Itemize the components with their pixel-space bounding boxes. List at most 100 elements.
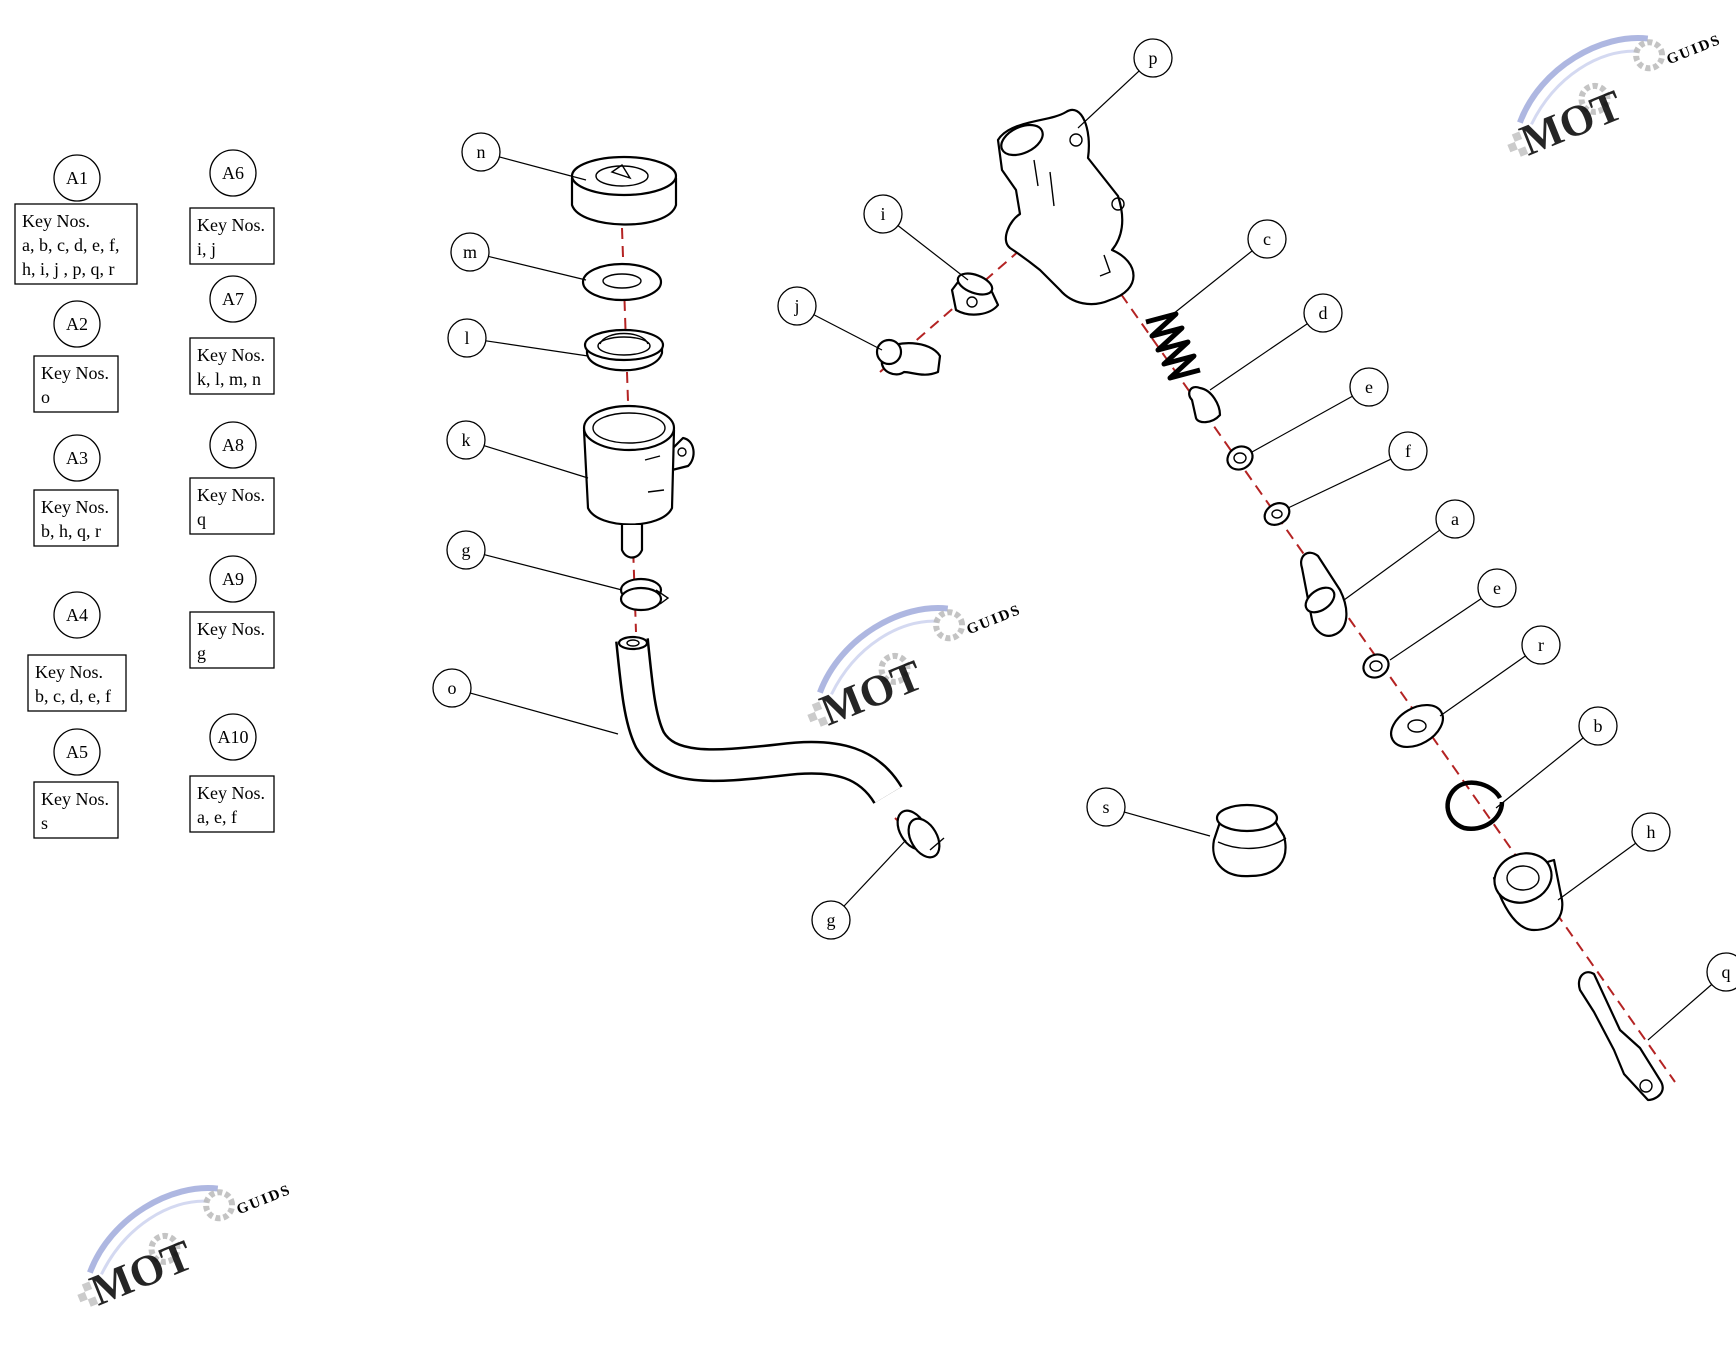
kit-id-label: A2 <box>66 314 88 334</box>
part-cylinder-body <box>996 108 1135 306</box>
leader-line <box>485 340 589 357</box>
leader-line <box>483 445 589 479</box>
callout-label: r <box>1538 635 1544 655</box>
leader-line <box>1343 529 1441 601</box>
callout-m: m <box>450 232 587 281</box>
callout-d: d <box>1209 293 1343 391</box>
watermark-center: MOT GUIDS <box>786 572 1024 735</box>
callout-f: f <box>1287 431 1428 509</box>
callout-bubble <box>447 318 487 358</box>
callout-bubble <box>1086 787 1126 827</box>
kit-id-label: A1 <box>66 168 88 188</box>
kit-id-label: A8 <box>222 435 244 455</box>
kit-key-box <box>33 489 119 547</box>
callout-bubble <box>1133 38 1173 78</box>
kit-id-label: A3 <box>66 448 88 468</box>
part-push-rod <box>1577 971 1664 1102</box>
leader-line <box>1077 70 1140 129</box>
callout-e: e <box>1251 367 1389 453</box>
callout-label: h <box>1647 822 1656 842</box>
callout-h: h <box>1557 812 1671 901</box>
leader-line <box>1209 323 1308 391</box>
leader-line <box>1167 250 1253 319</box>
watermark-letters: MOT <box>813 650 929 735</box>
callout-label: p <box>1149 48 1158 68</box>
callout-label: m <box>463 242 477 262</box>
callout-label: f <box>1405 441 1411 461</box>
callout-bubble <box>461 132 501 172</box>
kit-id-label: A5 <box>66 742 88 762</box>
callout-label: k <box>462 430 471 450</box>
kit-id-bubble <box>209 149 257 197</box>
callout-bubble <box>1521 625 1561 665</box>
callout-a: a <box>1343 499 1475 601</box>
kit-key-title: Key Nos. <box>197 619 265 639</box>
kit-id-label: A4 <box>66 605 88 625</box>
kit-key-numbers: a, e, f <box>197 807 237 827</box>
callout-label: g <box>827 910 836 930</box>
kit-id-bubble <box>53 591 101 639</box>
part-hose-clip-upper <box>619 577 670 612</box>
callout-k: k <box>446 420 589 479</box>
callout-bubble <box>1247 219 1287 259</box>
kit-key-numbers: s <box>41 813 48 833</box>
callout-bubble <box>811 900 851 940</box>
watermark-top-right: MOT GUIDS <box>1486 2 1724 165</box>
callout-label: j <box>793 296 799 316</box>
callout-s: s <box>1086 787 1211 837</box>
kit-key-box <box>33 355 119 413</box>
callout-label: l <box>464 328 469 348</box>
part-circlip <box>1445 780 1505 832</box>
part-diaphragm-plate <box>581 262 663 302</box>
kit-id-bubble <box>209 713 257 761</box>
leader-line <box>1389 598 1482 661</box>
callout-bubble <box>1706 952 1736 992</box>
kit-key-title: Key Nos. <box>197 345 265 365</box>
callout-label: e <box>1493 578 1501 598</box>
leader-line <box>813 314 883 351</box>
kit-id-label: A7 <box>222 289 244 309</box>
callout-bubble <box>1578 706 1618 746</box>
leader-line <box>499 156 587 181</box>
callout-label: c <box>1263 229 1271 249</box>
callout-label: i <box>880 204 885 224</box>
callout-bubble <box>1631 812 1671 852</box>
callout-bubble <box>1303 293 1343 333</box>
kit-id-bubble <box>53 300 101 348</box>
leader-line <box>1647 984 1713 1041</box>
leader-line <box>897 225 969 281</box>
part-hose <box>615 635 903 805</box>
kit-key-box <box>189 775 275 833</box>
kit-id-label: A10 <box>218 727 249 747</box>
callout-label: b <box>1594 716 1603 736</box>
part-seal-upper <box>1226 445 1254 471</box>
part-reservoir <box>582 404 695 559</box>
kit-key-box <box>189 611 275 669</box>
callout-bubble <box>1477 568 1517 608</box>
callout-r: r <box>1439 625 1561 717</box>
part-elbow <box>875 338 942 376</box>
callout-label: o <box>448 678 457 698</box>
callout-bubble <box>777 286 817 326</box>
part-diaphragm <box>583 328 665 372</box>
callout-q: q <box>1647 952 1736 1041</box>
callout-label: q <box>1722 962 1731 982</box>
leader-line <box>484 554 623 591</box>
callout-p: p <box>1077 38 1173 129</box>
part-spring <box>1145 311 1201 381</box>
part-seal-lower <box>1362 653 1390 679</box>
kit-key-title: Key Nos. <box>197 215 265 235</box>
callout-o: o <box>432 668 619 735</box>
kit-key-box <box>189 207 275 265</box>
leader-line <box>470 692 619 735</box>
kit-key-box <box>27 654 127 712</box>
kit-id-bubble <box>209 421 257 469</box>
callout-label: a <box>1451 509 1459 529</box>
callout-j: j <box>777 286 883 351</box>
